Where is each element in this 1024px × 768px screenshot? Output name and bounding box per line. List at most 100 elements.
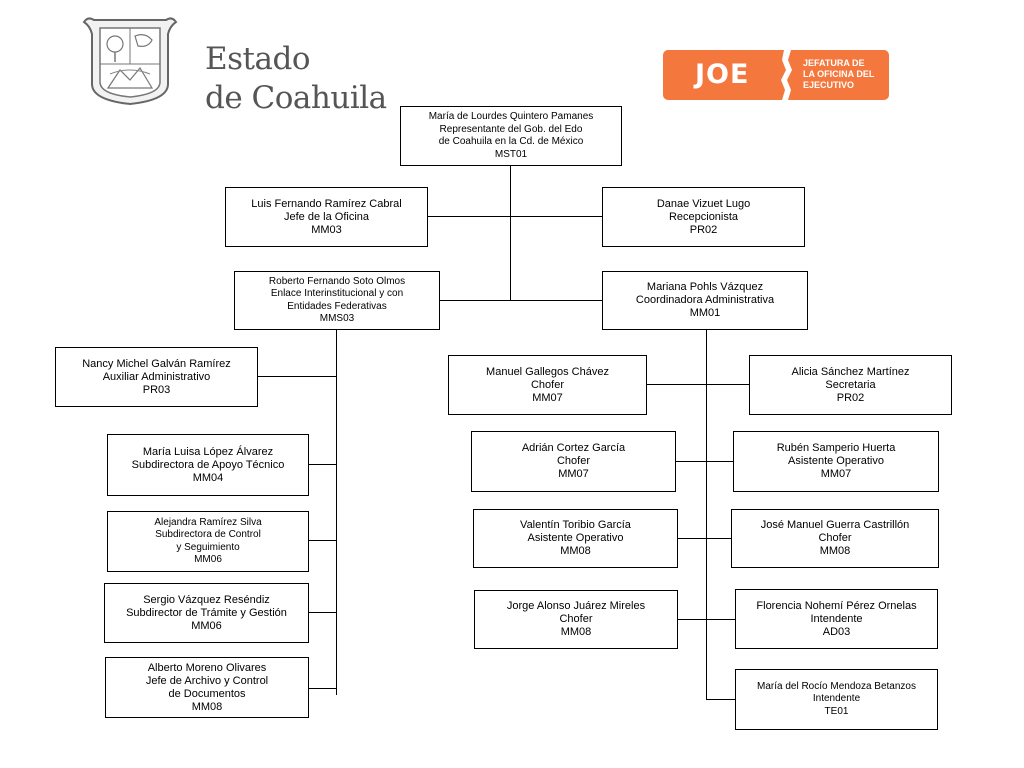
joe-logo-caption-line: JEFATURA DE <box>803 58 865 68</box>
staff-box: Alicia Sánchez Martínez Secretaria PR02 <box>749 355 952 415</box>
liaison-position: Entidades Federativas <box>287 300 387 312</box>
staff-code: MM07 <box>558 468 589 480</box>
staff-position: Subdirectora de Control <box>155 529 261 540</box>
office-chief-name: Luis Fernando Ramírez Cabral <box>251 197 402 210</box>
staff-name: María del Rocío Mendoza Betanzos <box>757 680 916 692</box>
connector-line <box>439 300 603 301</box>
staff-box: José Manuel Guerra Castrillón Chofer MM0… <box>731 509 939 568</box>
staff-name: Nancy Michel Galván Ramírez <box>82 357 231 370</box>
joe-logo-caption-line: EJECUTIVO <box>803 80 855 90</box>
connector-line <box>308 688 336 689</box>
staff-box: María del Rocío Mendoza Betanzos Intende… <box>735 669 938 730</box>
connector-line <box>308 612 336 613</box>
staff-position: Chofer <box>559 613 593 625</box>
office-chief-box: Luis Fernando Ramírez Cabral Jefe de la … <box>225 187 428 247</box>
state-title-line: de Coahuila <box>205 80 387 116</box>
staff-name: Alejandra Ramírez Silva <box>154 516 262 528</box>
staff-box: Manuel Gallegos Chávez Chofer MM07 <box>448 355 647 415</box>
staff-position: Chofer <box>818 532 852 544</box>
staff-box: Jorge Alonso Juárez Mireles Chofer MM08 <box>474 590 678 649</box>
staff-position: Chofer <box>556 455 591 467</box>
staff-code: MM06 <box>194 554 222 565</box>
representative-code: MST01 <box>494 148 528 160</box>
staff-box: Florencia Nohemí Pérez Ornelas Intendent… <box>735 589 938 649</box>
liaison-name: Roberto Fernando Soto Olmos <box>268 275 406 287</box>
staff-name: Manuel Gallegos Chávez <box>486 365 609 378</box>
state-title-line: Estado <box>205 41 310 77</box>
staff-name: Sergio Vázquez Reséndiz <box>143 593 270 606</box>
staff-position: Subdirectora de Apoyo Técnico <box>131 458 285 471</box>
joe-logo: JOE JEFATURA DE LA OFICINA DEL EJECUTIVO <box>663 50 889 100</box>
reception-code: PR02 <box>689 223 718 236</box>
representative-position: Representante del Gob. del Edo <box>439 123 583 135</box>
connector-line <box>706 329 707 699</box>
staff-name: Alicia Sánchez Martínez <box>791 365 910 378</box>
reception-name: Danae Vizuet Lugo <box>656 197 751 210</box>
representative-name: María de Lourdes Quintero Pamanes <box>428 111 594 122</box>
staff-code: TE01 <box>824 705 849 717</box>
connector-line <box>308 464 336 465</box>
representative-position: de Coahuila en la Cd. de México <box>438 136 584 147</box>
staff-name: María Luisa López Álvarez <box>142 445 274 458</box>
staff-position: Secretaria <box>825 378 876 391</box>
staff-name: Adrián Cortez García <box>521 442 626 454</box>
staff-position: Asistente Operativo <box>788 455 884 467</box>
connector-line <box>336 329 337 695</box>
connector-line <box>675 461 734 462</box>
staff-box: Alberto Moreno Olivares Jefe de Archivo … <box>105 657 309 718</box>
connector-line <box>706 699 736 700</box>
staff-code: MM08 <box>560 626 592 638</box>
representative-box: María de Lourdes Quintero Pamanes Repres… <box>400 106 622 166</box>
staff-box: Sergio Vázquez Reséndiz Subdirector de T… <box>104 583 309 643</box>
joe-logo-divider <box>781 50 792 100</box>
coat-of-arms-emblem <box>82 17 178 106</box>
admin-coordinator-box: Mariana Pohls Vázquez Coordinadora Admin… <box>602 271 808 330</box>
staff-position: Asistente Operativo <box>527 532 624 544</box>
staff-code: MM08 <box>191 700 223 713</box>
admin-coordinator-name: Mariana Pohls Vázquez <box>646 281 764 293</box>
staff-position: Auxiliar Administrativo <box>102 370 211 383</box>
staff-name: Florencia Nohemí Pérez Ornelas <box>756 599 917 612</box>
staff-code: MM07 <box>532 391 563 404</box>
office-chief-position: Jefe de la Oficina <box>284 210 369 223</box>
staff-position: de Documentos <box>168 687 246 700</box>
joe-logo-caption: JEFATURA DE LA OFICINA DEL EJECUTIVO <box>803 58 874 91</box>
staff-name: Alberto Moreno Olivares <box>147 661 267 674</box>
staff-position: Jefe de Archivo y Control <box>145 674 269 687</box>
staff-box: Rubén Samperio Huerta Asistente Operativ… <box>733 431 939 492</box>
staff-name: Jorge Alonso Juárez Mireles <box>506 600 646 612</box>
staff-code: MM08 <box>560 545 591 557</box>
staff-code: AD03 <box>822 625 851 638</box>
staff-position: Intendente <box>810 612 863 625</box>
reception-position: Recepcionista <box>668 210 739 223</box>
admin-coordinator-position: Coordinadora Administrativa <box>635 294 775 306</box>
connector-line <box>646 384 750 385</box>
staff-position: Chofer <box>530 378 565 391</box>
staff-code: PR02 <box>836 391 865 404</box>
staff-name: José Manuel Guerra Castrillón <box>760 519 910 531</box>
staff-code: MM06 <box>191 619 222 632</box>
staff-box: Adrián Cortez García Chofer MM07 <box>471 431 676 492</box>
staff-name: Rubén Samperio Huerta <box>776 442 896 454</box>
joe-logo-acronym: JOE <box>695 59 750 90</box>
staff-code: MM07 <box>820 468 852 480</box>
staff-box: Nancy Michel Galván Ramírez Auxiliar Adm… <box>55 347 258 407</box>
liaison-code: MMS03 <box>319 313 355 324</box>
staff-code: MM08 <box>819 545 851 557</box>
liaison-position: Enlace Interinstitucional y con <box>270 288 404 299</box>
office-chief-code: MM03 <box>311 223 342 236</box>
connector-line <box>677 619 736 620</box>
state-title: Estado de Coahuila <box>205 40 387 118</box>
connector-line <box>257 376 336 377</box>
staff-code: MM04 <box>192 471 224 484</box>
staff-box: María Luisa López Álvarez Subdirectora d… <box>107 434 309 496</box>
staff-code: PR03 <box>142 383 171 396</box>
staff-position: Intendente <box>812 693 861 705</box>
reception-box: Danae Vizuet Lugo Recepcionista PR02 <box>602 187 805 247</box>
joe-logo-caption-line: LA OFICINA DEL <box>803 69 875 79</box>
admin-coordinator-code: MM01 <box>689 307 721 319</box>
liaison-box: Roberto Fernando Soto Olmos Enlace Inter… <box>234 271 440 330</box>
staff-box: Valentín Toribio García Asistente Operat… <box>473 509 678 568</box>
staff-name: Valentín Toribio García <box>520 519 631 531</box>
connector-line <box>510 165 511 300</box>
